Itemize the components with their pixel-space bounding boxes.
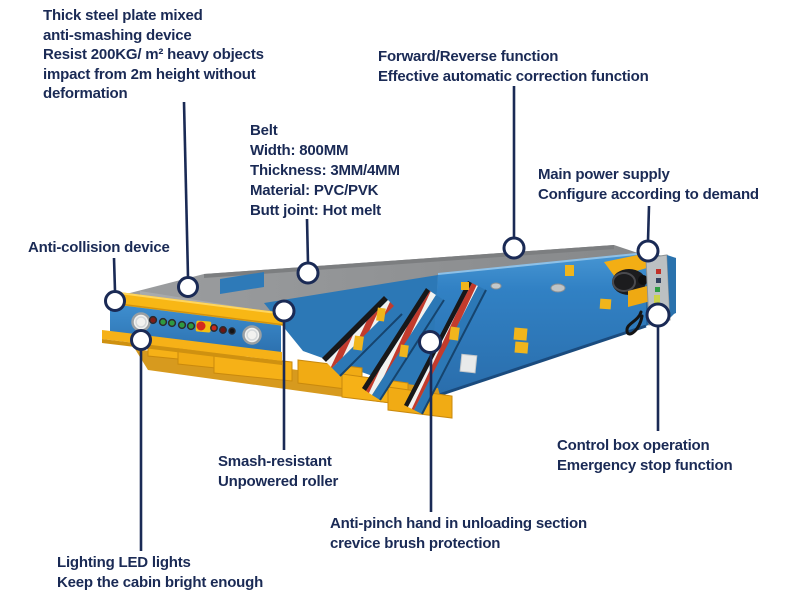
power-cable: [625, 310, 644, 336]
callout-circle-anti-collision: [104, 290, 126, 312]
led-light-right: [242, 325, 262, 345]
tail-assembly: [604, 252, 676, 336]
head-rail: [111, 291, 285, 326]
indicator-button: [186, 321, 196, 331]
callout-circle-steel-plate: [177, 276, 199, 298]
callout-markers: [104, 86, 671, 551]
machine-body: [102, 245, 676, 419]
callout-label-led-lights: Lighting LED lights Keep the cabin brigh…: [57, 554, 264, 591]
indicator-button: [228, 327, 236, 335]
sticker: [449, 326, 460, 341]
callout-circle-smash-resistant: [272, 299, 296, 323]
callout-label-forward-reverse: Forward/Reverse function Effective autom…: [378, 48, 649, 85]
callout-circle-control-box: [645, 302, 671, 328]
callout-label-main-power: Main power supply Configure according to…: [538, 166, 759, 203]
motor-drum-ring: [612, 272, 636, 292]
led-light-right-ring: [246, 329, 258, 341]
callout-line-belt: [305, 218, 310, 264]
base-top-highlight: [437, 252, 647, 275]
sticker: [513, 327, 528, 341]
led-light-left-ring: [135, 316, 147, 328]
sticker: [599, 298, 612, 310]
callout-line-main-power: [646, 205, 651, 242]
boom-1-bottom-edge: [339, 313, 403, 377]
led-light-left: [131, 312, 151, 332]
callout-label-control-box: Control box operation Emergency stop fun…: [557, 437, 733, 474]
callout-circle-main-power: [636, 239, 660, 263]
base-bottom-edge: [429, 324, 647, 400]
sticker: [461, 282, 469, 290]
belt-surface: [118, 245, 650, 320]
callout-circle-led-lights: [130, 329, 152, 351]
sticker: [399, 344, 409, 358]
callout-label-steel-plate: Thick steel plate mixed anti-smashing de…: [43, 7, 264, 102]
head-rail-highlight: [110, 291, 286, 315]
callout-label-belt: Belt Width: 800MM Thickness: 3MM/4MM Mat…: [250, 122, 400, 219]
indicator-button: [177, 320, 187, 330]
callout-circle-forward-reverse: [502, 236, 526, 260]
far-rail-tab: [220, 272, 264, 294]
latch-fitting: [490, 282, 502, 290]
pipe-fitting: [550, 283, 566, 293]
control-indicator-label: [654, 295, 660, 303]
indicator-button: [219, 326, 227, 334]
callout-line-anti-collision: [112, 257, 117, 292]
emergency-stop-button: [196, 321, 206, 331]
boom-2-hazard-stripe: [366, 291, 436, 395]
control-indicator-green: [655, 287, 660, 292]
sticker: [376, 307, 386, 322]
tail-edge-strip: [667, 255, 676, 318]
control-indicator-dark: [656, 278, 661, 283]
boom-3-hazard-stripe: [408, 283, 478, 410]
callout-line-steel-plate: [182, 101, 190, 278]
boom-2-top-rail: [362, 288, 430, 391]
head-button-row: [148, 315, 236, 335]
sticker: [353, 335, 364, 351]
callout-circle-belt: [296, 261, 320, 285]
control-indicator-red: [656, 269, 661, 274]
callout-label-anti-collision: Anti-collision device: [28, 239, 170, 256]
motor-cap: [638, 275, 648, 285]
sticker: [565, 265, 574, 276]
boom-3-bottom-edge: [421, 289, 487, 415]
indicator-button: [158, 317, 168, 327]
indicator-button: [167, 318, 177, 328]
callout-label-smash-resistant: Smash-resistant Unpowered roller: [218, 453, 339, 490]
labels-and-fittings: [353, 265, 612, 374]
motor-drum: [612, 269, 646, 295]
indicator-button: [148, 315, 158, 325]
callout-circle-anti-pinch: [418, 330, 442, 354]
boom-2-bottom-edge: [379, 299, 445, 401]
boom-1-top-rail: [322, 296, 388, 362]
callout-label-anti-pinch: Anti-pinch hand in unloading section cre…: [330, 515, 587, 552]
sticker: [514, 341, 529, 354]
sticker: [459, 353, 478, 374]
boom-1-side: [332, 306, 402, 376]
head-rail-edge: [110, 302, 286, 326]
indicator-button: [210, 324, 218, 332]
motor-mount-lower: [628, 285, 651, 307]
